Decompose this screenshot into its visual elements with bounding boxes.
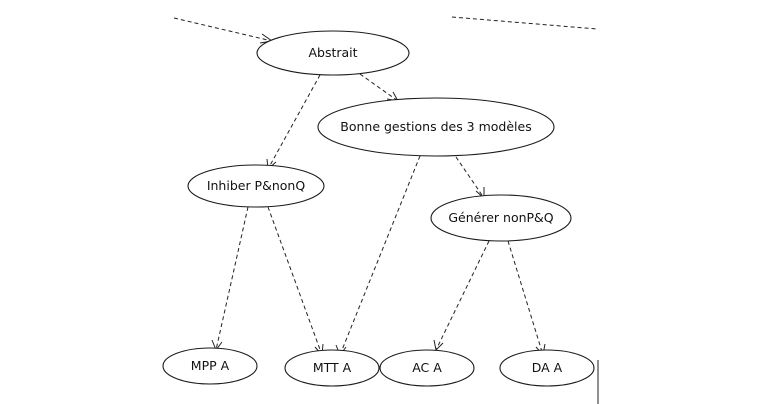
edge-external-right	[451, 16, 598, 30]
edge-external-to-abstrait	[173, 17, 273, 42]
node-ac[interactable]: AC A	[379, 349, 475, 387]
node-abstrait-shape	[256, 30, 410, 76]
node-bonne-gestion[interactable]: Bonne gestions des 3 modèles	[317, 97, 555, 157]
edge-generer-to-da	[507, 240, 544, 356]
node-abstrait[interactable]: Abstrait	[256, 30, 410, 76]
node-abstrait-label: Abstrait	[308, 45, 357, 60]
edge-generer-to-ac	[435, 240, 490, 351]
node-mpp-shape	[162, 347, 258, 385]
node-inhiber-label: Inhiber P&nonQ	[207, 178, 306, 193]
node-inhiber[interactable]: Inhiber P&nonQ	[187, 164, 325, 208]
edge-bonne-to-generer	[455, 156, 485, 199]
node-bonne-gestion-shape	[317, 97, 555, 157]
node-bonne-gestion-label: Bonne gestions des 3 modèles	[340, 119, 531, 134]
node-da[interactable]: DA A	[499, 349, 595, 387]
node-da-label: DA A	[532, 360, 563, 375]
node-mpp[interactable]: MPP A	[162, 347, 258, 385]
edge-inhiber-to-mpp	[215, 206, 249, 351]
node-ac-label: AC A	[412, 360, 442, 375]
node-generer-label: Générer nonP&Q	[448, 210, 553, 225]
edge-abstrait-to-bonne	[359, 73, 399, 102]
edge-bonne-to-mtt	[339, 155, 421, 356]
node-ac-shape	[379, 349, 475, 387]
node-mpp-label: MPP A	[191, 358, 230, 373]
edge-abstrait-to-inhiber	[267, 74, 321, 170]
node-da-shape	[499, 349, 595, 387]
edge-inhiber-to-mtt	[267, 206, 323, 356]
node-mtt-label: MTT A	[313, 360, 352, 375]
node-inhiber-shape	[187, 164, 325, 208]
node-mtt-shape	[284, 349, 380, 387]
node-generer-shape	[430, 194, 572, 242]
node-mtt[interactable]: MTT A	[284, 349, 380, 387]
node-generer[interactable]: Générer nonP&Q	[430, 194, 572, 242]
